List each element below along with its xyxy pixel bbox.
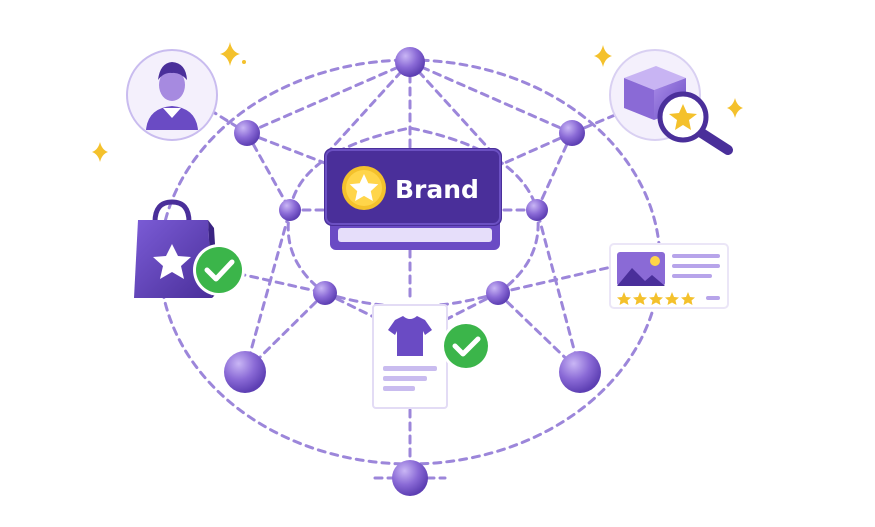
network-nodes (224, 47, 601, 496)
network-node (486, 281, 510, 305)
rating-star (665, 292, 679, 305)
sparkle-icon (220, 42, 240, 66)
network-node (526, 199, 548, 221)
star-icon (342, 166, 386, 210)
sparkle-icon (92, 142, 108, 162)
product-tshirt-card-icon (372, 304, 448, 409)
brand-card: Brand (324, 148, 502, 250)
sparkle-dot (242, 60, 246, 64)
rating-stars (617, 292, 695, 305)
product-search-magnifier-icon (609, 49, 733, 155)
network-node (559, 120, 585, 146)
network-node (559, 351, 601, 393)
network-node (279, 199, 301, 221)
review-card-icon (609, 243, 729, 309)
rating-star (633, 292, 647, 305)
check-badge-icon (193, 244, 245, 296)
check-badge-icon (441, 321, 491, 371)
sparkle-icon (594, 45, 612, 67)
rating-star (617, 292, 631, 305)
sparkle-icons (92, 42, 743, 162)
network-node (234, 120, 260, 146)
rating-star (649, 292, 663, 305)
rating-star (681, 292, 695, 305)
network-node (313, 281, 337, 305)
network-node (392, 460, 428, 496)
network-node (395, 47, 425, 77)
sparkle-icon (727, 98, 743, 118)
brand-label: Brand (395, 175, 479, 204)
user-avatar-icon (126, 49, 218, 141)
network-node (224, 351, 266, 393)
